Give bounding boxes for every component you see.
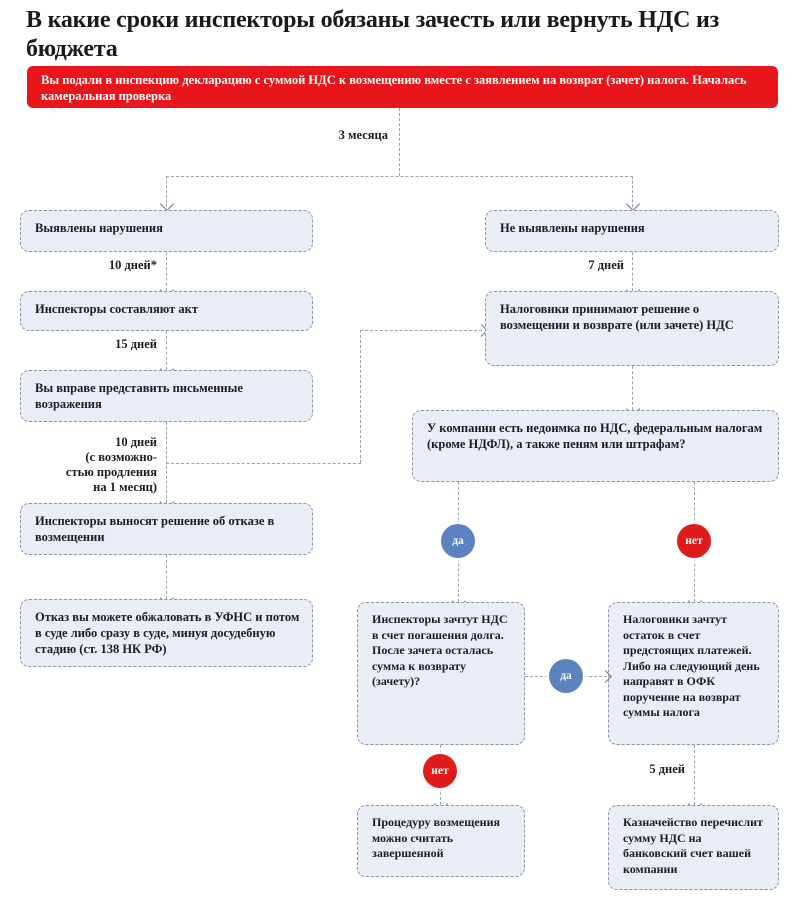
node-written-objections[interactable]: Вы вправе представить письменные возраже…: [20, 370, 313, 422]
connector-split-right: [632, 176, 633, 207]
node-inspectors-act[interactable]: Инспекторы составляют акт: [20, 291, 313, 331]
start-banner: Вы подали в инспекцию декларацию с суммо…: [27, 66, 778, 108]
edge-label-five-days: 5 дней: [649, 762, 685, 776]
node-procedure-done-text: Процедуру возмещения можно считать завер…: [372, 815, 501, 860]
connector-noviol-to-decision: [632, 252, 633, 291]
arrow-to-no-violations: [625, 196, 641, 212]
node-inspectors-act-text: Инспекторы составляют акт: [35, 302, 198, 316]
edge-label-three-months: 3 месяца: [338, 128, 388, 142]
connector-violations-to-act: [166, 252, 167, 291]
connector-split-left: [166, 176, 167, 207]
node-appeal[interactable]: Отказ вы можете обжаловать в УФНС и пото…: [20, 599, 313, 667]
node-treasury-transfer[interactable]: Казначейство перечислит сумму НДС на бан…: [608, 805, 779, 890]
node-violations-found-text: Выявлены нарушения: [35, 221, 163, 235]
bubble-yes-remaining-text: да: [560, 670, 572, 682]
node-tax-decision-text: Налоговики принимают решение о возмещени…: [500, 302, 734, 332]
edge-label-seven-days: 7 дней: [588, 258, 624, 272]
node-tax-decision[interactable]: Налоговики принимают решение о возмещени…: [485, 291, 779, 366]
connector-refusal-to-appeal: [166, 555, 167, 599]
node-written-objections-text: Вы вправе представить письменные возраже…: [35, 381, 243, 411]
edge-label-ten-days-star: 10 дней*: [108, 258, 157, 272]
bubble-yes-arrears-text: да: [452, 535, 464, 547]
connector-loop-top: [360, 330, 482, 331]
node-offset-future-text: Налоговики зачтут остаток в счет предсто…: [623, 612, 760, 719]
node-offset-debt-text: Инспекторы зачтут НДС в счет погашения д…: [372, 612, 508, 688]
connector-loop-up: [360, 330, 361, 463]
connector-banner-down: [399, 108, 400, 176]
arrow-to-violations: [159, 196, 175, 212]
connector-split-bar: [166, 176, 633, 177]
connector-decision-to-arrears: [632, 366, 633, 410]
start-banner-text: Вы подали в инспекцию декларацию с суммо…: [41, 73, 747, 103]
connector-act-to-objections: [166, 331, 167, 370]
node-refusal-decision-text: Инспекторы выносят решение об отказе в в…: [35, 514, 275, 544]
node-arrears-question[interactable]: У компании есть недоимка по НДС, федерал…: [412, 410, 779, 482]
node-offset-future[interactable]: Налоговики зачтут остаток в счет предсто…: [608, 602, 779, 745]
node-no-violations-text: Не выявлены нарушения: [500, 221, 645, 235]
node-violations-found[interactable]: Выявлены нарушения: [20, 210, 313, 252]
bubble-no-arrears-text: нет: [685, 535, 703, 547]
edge-label-fifteen-days: 15 дней: [115, 337, 157, 351]
node-offset-debt[interactable]: Инспекторы зачтут НДС в счет погашения д…: [357, 602, 525, 745]
node-no-violations[interactable]: Не выявлены нарушения: [485, 210, 779, 252]
node-appeal-text: Отказ вы можете обжаловать в УФНС и пото…: [35, 610, 300, 656]
edge-label-ten-days-extension: 10 дней (с возможно- стью продления на 1…: [65, 435, 157, 494]
bubble-no-arrears[interactable]: нет: [677, 524, 711, 558]
node-arrears-question-text: У компании есть недоимка по НДС, федерал…: [427, 421, 763, 451]
node-treasury-transfer-text: Казначейство перечислит сумму НДС на бан…: [623, 815, 763, 876]
bubble-yes-arrears[interactable]: да: [441, 524, 475, 558]
page-title: В какие сроки инспекторы обязаны зачесть…: [26, 7, 720, 62]
bubble-no-remaining-text: нет: [431, 765, 449, 777]
node-refusal-decision[interactable]: Инспекторы выносят решение об отказе в в…: [20, 503, 313, 555]
connector-loop-bottom: [166, 463, 361, 464]
bubble-yes-remaining[interactable]: да: [549, 659, 583, 693]
bubble-no-remaining[interactable]: нет: [423, 754, 457, 788]
connector-objections-to-refusal: [166, 422, 167, 503]
node-procedure-done[interactable]: Процедуру возмещения можно считать завер…: [357, 805, 525, 877]
connector-offsetfuture-down: [694, 745, 695, 805]
